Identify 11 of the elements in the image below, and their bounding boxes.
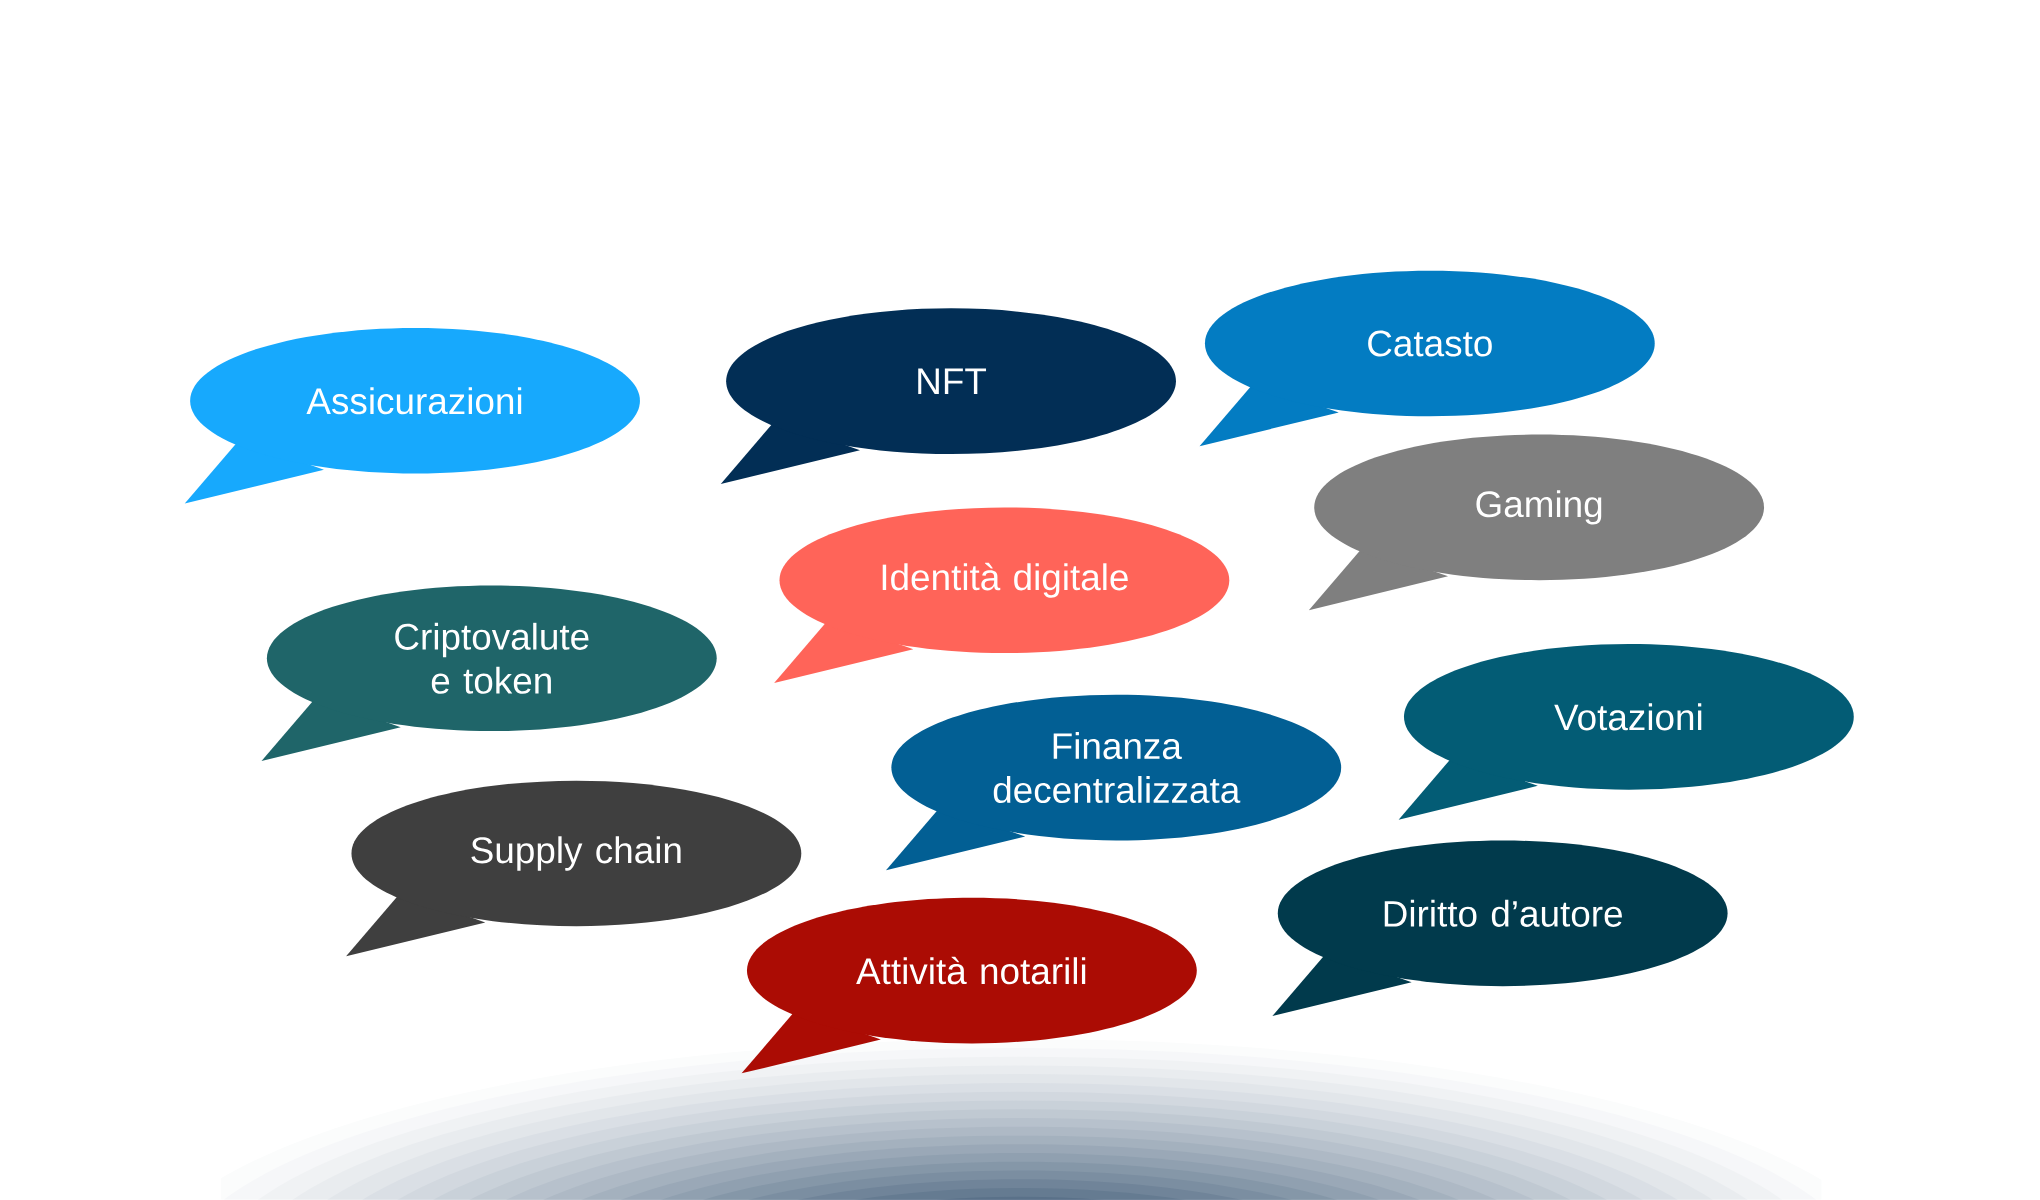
speech-bubble: Attività notarili <box>741 897 1197 1074</box>
speech-bubble: Diritto d’autore <box>1272 840 1728 1017</box>
speech-bubble: Assicurazioni <box>184 328 640 504</box>
speech-bubble: Supply chain <box>346 780 802 957</box>
speech-bubble: Catasto <box>1199 270 1655 447</box>
speech-bubble: NFT <box>720 308 1176 485</box>
speech-bubble: Votazioni <box>1398 644 1854 820</box>
speech-bubble: Identità digitale <box>774 507 1230 684</box>
speech-bubble: Finanza decentralizzata <box>886 695 1342 871</box>
speech-bubble: Criptovalute e token <box>261 585 717 762</box>
speech-bubble: Gaming <box>1308 434 1765 611</box>
